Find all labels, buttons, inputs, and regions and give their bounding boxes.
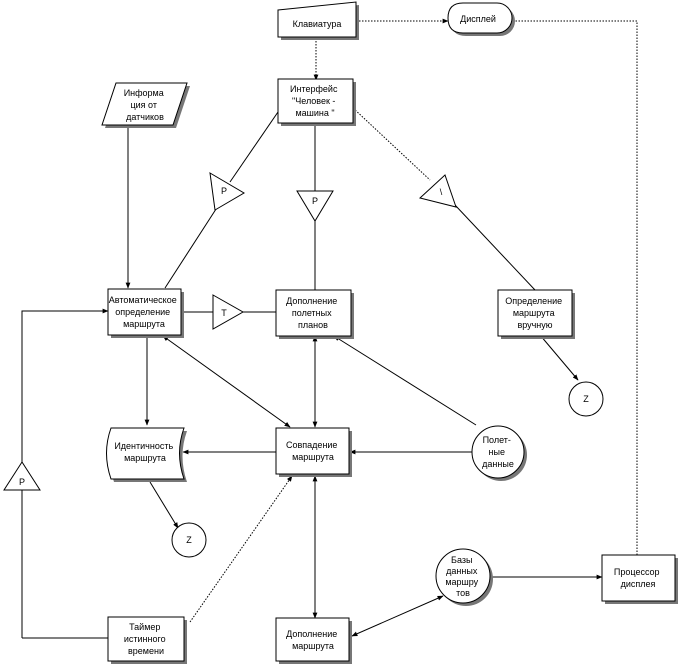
edge-manual-z (539, 334, 579, 381)
svg-text:Дополнение маршрута: Дополнение маршрута (286, 629, 340, 651)
identity-label-2: маршрута (124, 453, 166, 463)
route-db-label-4: тов (456, 588, 470, 598)
route-db-label-1: Базы (451, 555, 472, 565)
flight-data-label-1: Полет- (483, 435, 511, 445)
route-db-label-2: данных (446, 566, 478, 576)
z-manual-label: Z (583, 394, 589, 404)
display-processor-node: Процессор дисплея (601, 554, 678, 604)
svg-text:Дополнение полетных: Дополнение полетных планов (286, 296, 340, 330)
edge-identity-z (149, 481, 179, 529)
flight-data-label-3: данные (482, 459, 514, 469)
edge-auto-match (162, 335, 291, 428)
manual-route-node: Определение маршрута вручную (497, 289, 575, 339)
z-connector-manual: Z (568, 381, 604, 417)
svg-text:Процессор дисплея: Процессор дисплея (614, 567, 662, 589)
edge-p-auto-loop (21, 308, 109, 462)
hmi-node: Интерфейс "Человек - машина " (277, 78, 356, 126)
p-connector-auto-label: P (221, 186, 227, 196)
route-add-node: Дополнение маршрута (275, 617, 352, 664)
edge-hmi-p-auto (229, 111, 279, 183)
svg-text:Автоматическое определен: Автоматическое определение маршрута (109, 295, 180, 329)
auto-route-label-1: Автоматическое (109, 295, 177, 305)
edge-add-db (351, 595, 444, 637)
p-timer-label: P (19, 477, 25, 487)
timer-node: Таймер истинного времени (107, 616, 187, 664)
match-label-2: маршрута (292, 452, 334, 462)
svg-text:Базы данных маршру: Базы данных маршру тов (445, 555, 480, 598)
keyboard-label: Клавиатура (293, 19, 342, 29)
timer-label-2: истинного (124, 634, 166, 644)
display-node: Дисплей (447, 2, 515, 36)
z-identity-label: Z (186, 535, 192, 545)
identity-label-1: Идентичность (114, 441, 173, 451)
hmi-label-1: Интерфейс (290, 84, 338, 94)
t-connector: T (212, 294, 245, 330)
flight-data-node: Полет- ные данные (471, 425, 527, 481)
route-identity-node: Идентичность маршрута (106, 427, 187, 482)
manual-connector-label: \ (440, 187, 443, 197)
route-add-label-2: маршрута (292, 641, 334, 651)
svg-text:Интерфейс "Человек -: Интерфейс "Человек - машина " (290, 84, 340, 118)
edge-processor-display (499, 18, 638, 555)
display-label: Дисплей (460, 14, 496, 24)
route-match-node: Совпадение маршрута (275, 427, 352, 477)
z-connector-identity: Z (171, 522, 207, 558)
svg-text:Совпадение маршрута: Совпадение маршрута (286, 440, 340, 462)
edge-flightdata-plans (333, 335, 477, 426)
svg-text:Таймер истинного в: Таймер истинного времени (124, 622, 168, 656)
manual-route-label-1: Определение (505, 296, 562, 306)
processor-label-1: Процессор (614, 567, 660, 577)
p-connector-timer: P (3, 461, 41, 491)
t-connector-label: T (221, 308, 227, 318)
connections (21, 18, 638, 639)
keyboard-node: Клавиатура (277, 1, 359, 40)
route-db-node: Базы данных маршру тов (435, 548, 493, 606)
manual-route-label-2: маршрута (513, 308, 555, 318)
svg-text:Полет- ные данные: Полет- ные данные (482, 435, 514, 469)
edge-timer-match (189, 475, 293, 623)
svg-text:Идентичность маршрута: Идентичность маршрута (114, 441, 175, 463)
route-add-label-1: Дополнение (286, 629, 337, 639)
sensor-label-1: Информа (124, 88, 164, 98)
processor-label-2: дисплея (621, 579, 656, 589)
timer-label-1: Таймер (129, 622, 160, 632)
flight-plans-label-2: полетных (292, 308, 332, 318)
route-db-label-3: маршру (445, 577, 478, 587)
timer-label-3: времени (128, 646, 164, 656)
flight-plans-label-3: планов (298, 320, 328, 330)
svg-text:Определение маршрута: Определение маршрута вручную (505, 296, 564, 330)
p-connector-plans: P (296, 190, 334, 222)
edge-hmi-manual-marker (352, 107, 431, 181)
p-connector-plans-label: P (312, 196, 318, 206)
auto-route-node: Автоматическое определение маршрута (107, 288, 184, 338)
p-connector-auto: P (209, 172, 245, 211)
sensor-label-2: ция от (130, 100, 157, 110)
flight-plans-label-1: Дополнение (286, 296, 337, 306)
manual-route-label-3: вручную (517, 320, 552, 330)
sensor-label-3: датчиков (126, 112, 164, 122)
sensor-info-node: Информа ция от датчиков (101, 82, 190, 128)
hmi-label-2: "Человек - (292, 96, 335, 106)
auto-route-label-2: определение (115, 307, 170, 317)
flight-plans-node: Дополнение полетных планов (275, 289, 354, 339)
edge-p-auto (164, 205, 219, 289)
manual-connector: \ (418, 174, 457, 208)
edge-marker-manual (454, 204, 536, 291)
svg-text:Информа ция от дат: Информа ция от датчиков (124, 88, 167, 122)
flight-data-label-2: ные (489, 447, 505, 457)
auto-route-label-3: маршрута (123, 319, 165, 329)
match-label-1: Совпадение (286, 440, 337, 450)
hmi-label-3: машина " (295, 108, 334, 118)
